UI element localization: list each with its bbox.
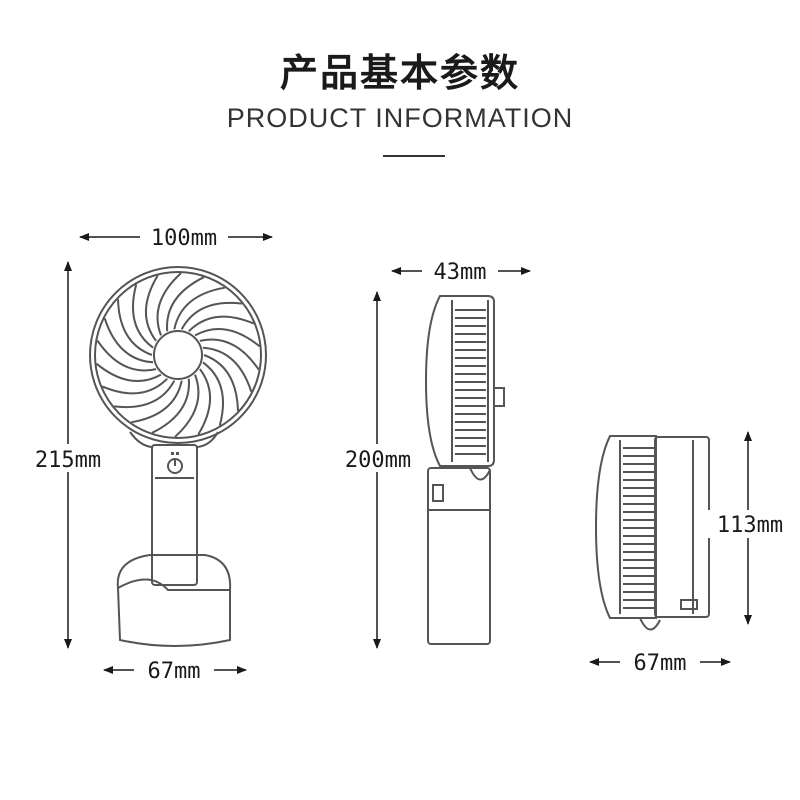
fan-blade xyxy=(194,328,261,348)
page-title: 产品基本参数 xyxy=(279,51,520,95)
fan-blade xyxy=(96,339,157,372)
side-depth-label: 43mm xyxy=(434,260,487,285)
fan-blade xyxy=(156,272,182,336)
fan-blade xyxy=(174,374,200,438)
fan-blades xyxy=(95,272,261,438)
fan-blade xyxy=(197,368,212,436)
fan-blade xyxy=(166,276,205,332)
side-fan-head xyxy=(424,295,495,467)
folded-handle xyxy=(654,436,710,618)
side-view xyxy=(424,295,505,645)
page-subtitle: PRODUCT INFORMATION xyxy=(226,103,574,133)
fan-blade xyxy=(117,299,153,356)
fan-blade xyxy=(101,377,168,395)
fan-blade xyxy=(95,362,162,382)
front-view xyxy=(89,266,267,647)
side-height-label: 200mm xyxy=(345,448,411,473)
fan-blade xyxy=(188,315,255,333)
fan-hub xyxy=(153,330,203,380)
front-width-label: 100mm xyxy=(151,226,217,251)
front-height-label: 215mm xyxy=(35,448,101,473)
front-handle xyxy=(151,444,198,586)
fan-blade xyxy=(131,380,183,424)
fan-blade xyxy=(132,284,154,349)
power-button-icon xyxy=(167,458,183,474)
title-divider xyxy=(383,155,445,157)
fan-blade xyxy=(151,378,190,434)
fan-blade xyxy=(202,346,253,393)
fan-blade xyxy=(180,301,243,330)
fan-blade xyxy=(203,354,239,411)
folded-fan-head xyxy=(594,435,657,619)
fan-blade xyxy=(173,286,225,330)
side-handle xyxy=(427,467,491,645)
folded-width-label: 67mm xyxy=(634,651,687,676)
fan-head xyxy=(89,266,267,444)
folded-view xyxy=(594,435,710,631)
fan-blade xyxy=(199,338,260,371)
front-base-label: 67mm xyxy=(148,659,201,684)
fan-blade xyxy=(202,361,224,426)
folded-height-label: 113mm xyxy=(717,513,783,538)
front-base xyxy=(116,578,231,647)
fan-blade xyxy=(144,274,159,342)
fan-blade xyxy=(103,317,154,364)
fan-blade xyxy=(113,380,176,409)
